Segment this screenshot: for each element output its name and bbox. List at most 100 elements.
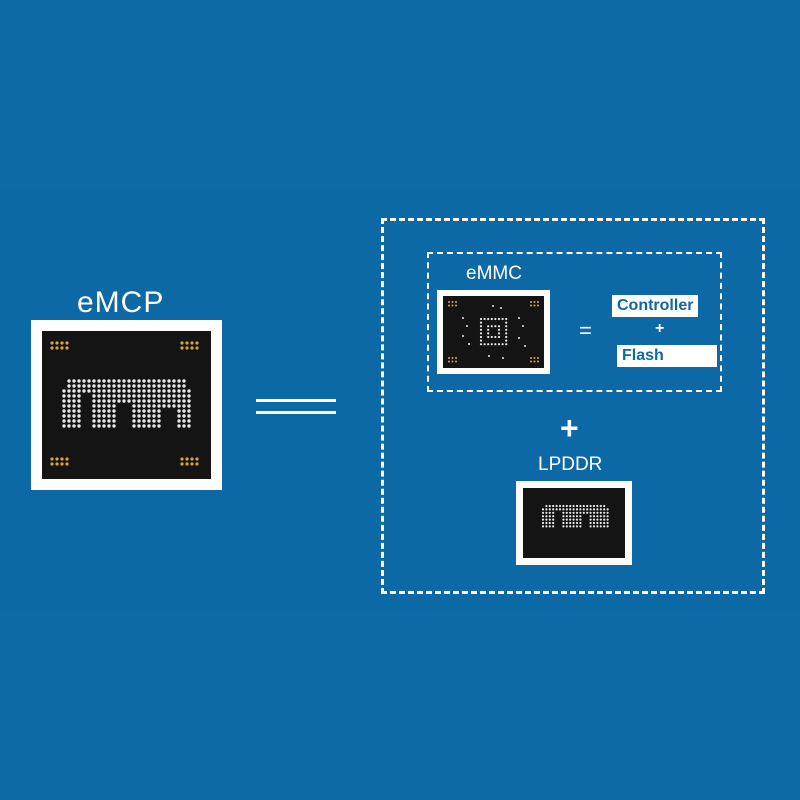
emcp-gold-ball [185, 346, 189, 350]
emcp-ball [137, 414, 141, 418]
emcp-ball [112, 419, 116, 423]
lpddr-ball [592, 525, 596, 528]
emmc-ball [492, 305, 494, 307]
lpddr-ball [575, 511, 579, 514]
emcp-ball [152, 419, 156, 423]
emmc-ball [488, 355, 490, 357]
emcp-ball [172, 399, 176, 403]
emmc-ball [505, 343, 508, 346]
lpddr-ball [572, 508, 575, 511]
lpddr-ball [589, 504, 592, 508]
emmc-equals-sign: = [579, 318, 592, 343]
emcp-ball [137, 379, 141, 383]
emcp-ball [92, 424, 96, 428]
emcp-ball [102, 384, 106, 388]
lpddr-ball [572, 515, 575, 518]
emmc-ball [466, 325, 468, 327]
emcp-ball [112, 399, 116, 403]
emcp-ball [72, 379, 76, 383]
lpddr-ball [548, 521, 551, 525]
emcp-ball [97, 384, 101, 388]
emmc-gold-ball [533, 301, 536, 303]
lpddr-ball [579, 508, 582, 511]
lpddr-ball [565, 525, 568, 528]
emcp-ball [127, 399, 131, 403]
emcp-gold-ball [65, 341, 69, 345]
emmc-ball [479, 332, 483, 335]
lpddr-ball [592, 508, 596, 511]
emcp-ball [72, 414, 76, 418]
emmc-gold-ball [451, 301, 454, 303]
emcp-ball [62, 404, 66, 408]
emcp-ball [107, 414, 111, 418]
emcp-ball [137, 419, 141, 423]
emcp-ball [132, 414, 136, 418]
emmc-ball [497, 335, 501, 339]
emcp-ball [182, 379, 186, 383]
lpddr-ball [569, 504, 572, 508]
emcp-gold-ball [185, 457, 189, 461]
emcp-ball [157, 424, 161, 428]
emcp-ball [112, 389, 116, 393]
lpddr-ball [548, 504, 551, 508]
emmc-ball [487, 328, 490, 331]
lpddr-ball [569, 515, 572, 518]
emcp-ball [82, 389, 86, 393]
emcp-ball [167, 379, 171, 383]
controller-label: Controller [612, 295, 699, 317]
lpddr-ball [579, 518, 582, 521]
emcp-gold-ball [65, 346, 69, 350]
emcp-ball [152, 404, 156, 408]
emmc-gold-ball [533, 360, 536, 363]
lpddr-ball [606, 518, 609, 521]
emmc-gold-ball [537, 304, 539, 307]
emcp-ball [137, 424, 141, 428]
lpddr-ball [599, 515, 602, 518]
lpddr-ball [606, 525, 609, 528]
lpddr-ball [592, 515, 596, 518]
lpddr-ball [565, 511, 568, 514]
emcp-ball [177, 379, 181, 383]
emcp-ball [152, 384, 156, 388]
emcp-ball [157, 394, 161, 398]
emcp-composition-box [381, 218, 765, 594]
emcp-ball [137, 409, 141, 413]
emmc-gold-ball [455, 357, 457, 359]
emcp-ball [127, 384, 131, 388]
emcp-gold-ball [55, 457, 59, 461]
lpddr-ball [552, 515, 555, 518]
lpddr-ball [599, 518, 602, 521]
emmc-gold-ball [448, 301, 450, 303]
lpddr-ball [603, 511, 606, 514]
emmc-ball [490, 343, 493, 346]
emcp-ball [77, 379, 81, 383]
emmc-ball [494, 325, 497, 328]
lpddr-title: LPDDR [538, 454, 603, 475]
emcp-ball [182, 394, 186, 398]
lpddr-ball [599, 508, 602, 511]
lpddr-ball [545, 515, 548, 518]
emcp-ball [152, 414, 156, 418]
emcp-ball [67, 389, 71, 393]
lpddr-ball [562, 511, 565, 514]
emcp-ball [82, 379, 86, 383]
emcp-ball [177, 414, 181, 418]
emcp-ball [152, 379, 156, 383]
emmc-ball [483, 343, 486, 346]
emcp-ball [97, 389, 101, 393]
emcp-ball [147, 409, 151, 413]
lpddr-ball [589, 511, 592, 514]
emmc-ball [479, 321, 483, 324]
lpddr-ball [562, 518, 565, 521]
emmc-ball [505, 332, 508, 335]
emcp-ball [67, 414, 71, 418]
emcp-ball [137, 399, 141, 403]
lpddr-ball [589, 521, 592, 525]
emcp-gold-ball [180, 462, 184, 466]
emcp-ball [142, 384, 146, 388]
emcp-ball [92, 379, 96, 383]
emcp-gold-ball [195, 462, 199, 466]
emcp-ball [67, 379, 71, 383]
lpddr-ball [565, 508, 568, 511]
emcp-ball [147, 414, 151, 418]
